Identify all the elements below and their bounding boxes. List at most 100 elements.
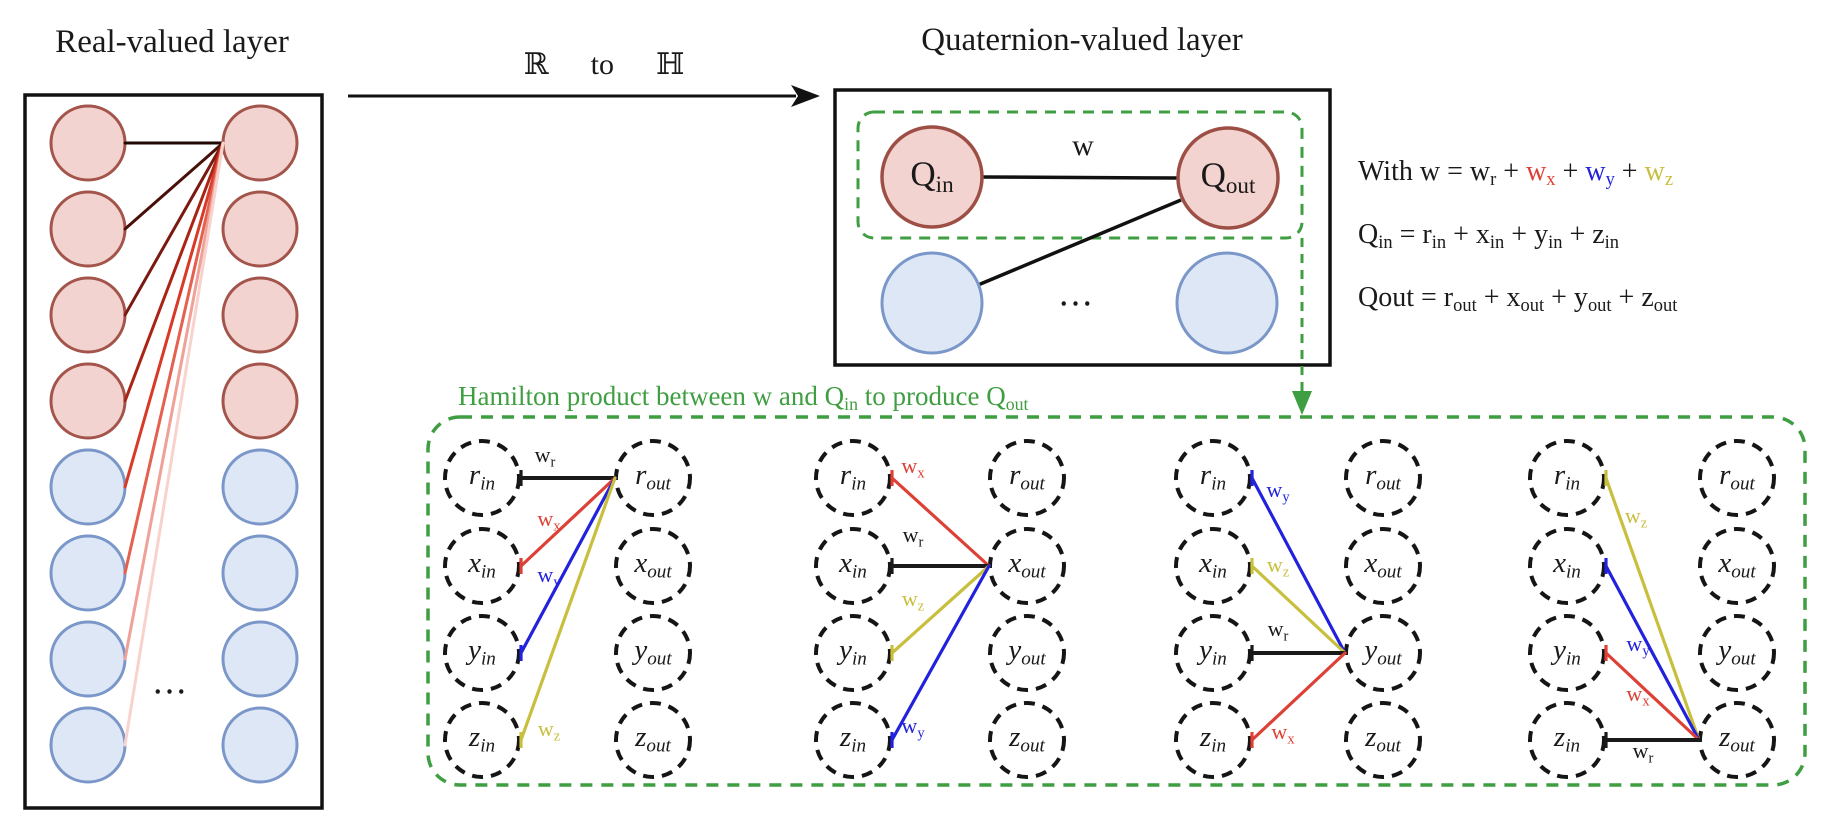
q-in-node xyxy=(880,125,984,229)
text-segment: x xyxy=(839,547,852,580)
text-segment: r xyxy=(468,459,481,492)
text-segment: z xyxy=(1553,721,1566,754)
text-segment: + xyxy=(1614,156,1645,187)
weight-line-wy-d3 xyxy=(1250,476,1347,655)
real-right-node-5 xyxy=(221,534,299,612)
text-segment: out xyxy=(1377,648,1402,670)
text-segment: ... xyxy=(1060,281,1096,312)
real-right-node-6 xyxy=(221,620,299,698)
hamilton-d3-out-label-0: rout xyxy=(1365,459,1401,494)
text-segment: in xyxy=(1211,735,1227,757)
text-segment: y xyxy=(634,634,648,667)
real-left-node-0 xyxy=(49,104,127,182)
text-segment: in xyxy=(1604,232,1620,253)
text-segment: w xyxy=(1266,477,1283,503)
text-segment: w xyxy=(1072,129,1094,162)
text-segment: w xyxy=(901,453,918,479)
q-in-label: Qin xyxy=(910,156,953,196)
text-segment: out xyxy=(1653,295,1678,316)
text-segment: in xyxy=(1378,232,1393,253)
hamilton-d2-in-node-2 xyxy=(814,614,892,692)
hamilton-d1-in-label-3: zin xyxy=(469,723,495,756)
text-segment: x xyxy=(1553,547,1566,580)
text-segment: in xyxy=(1431,232,1447,253)
text-segment: in xyxy=(1565,648,1581,670)
text-segment: out xyxy=(1020,473,1045,495)
text-segment: in xyxy=(1565,473,1581,495)
real-right-node-1 xyxy=(221,190,299,268)
hamilton-d3-out-label-3: zout xyxy=(1365,723,1401,756)
text-segment: out xyxy=(1730,735,1755,757)
weight-label-wx-d3: wx xyxy=(1271,721,1294,747)
text-segment: w xyxy=(1267,616,1284,642)
text-segment: r xyxy=(1648,750,1654,767)
text-segment: + y xyxy=(1544,282,1588,313)
text-segment: y xyxy=(1199,634,1212,667)
real-fan-line-2 xyxy=(123,141,225,317)
text-segment: in xyxy=(1565,561,1581,583)
real-right-node-4 xyxy=(221,448,299,526)
hamilton-d1-in-node-3 xyxy=(443,701,521,779)
hamilton-d4-in-label-1: xin xyxy=(1553,547,1581,583)
text-segment: z xyxy=(553,728,561,745)
hamilton-d4-out-node-1 xyxy=(1698,527,1776,605)
real-left-node-4 xyxy=(49,448,127,526)
text-segment: in xyxy=(851,735,867,757)
hamilton-d3-in-label-3: zin xyxy=(1200,723,1227,757)
weight-label-wz-d3: wz xyxy=(1267,554,1289,580)
real-left-node-1 xyxy=(49,190,127,268)
real-left-node-5 xyxy=(49,534,127,612)
weight-line-wx-d2 xyxy=(890,476,991,568)
text-segment: x xyxy=(1199,547,1212,580)
text-segment: out xyxy=(1005,393,1029,414)
text-segment: y xyxy=(1364,634,1378,667)
quaternion-layer-box xyxy=(833,88,1332,367)
text-segment: w xyxy=(1632,738,1649,764)
weight-label-wy-d4: wy xyxy=(1626,633,1649,659)
hamilton-d3-in-node-0 xyxy=(1174,439,1252,517)
text-segment: Q xyxy=(910,154,936,194)
hamilton-d4-in-node-2 xyxy=(1528,614,1606,692)
q-out-label: Qout xyxy=(1201,157,1256,197)
domain-arrow-head-icon xyxy=(791,85,820,107)
text-segment: in xyxy=(844,393,859,414)
hamilton-d1-in-label-0: rin xyxy=(468,459,495,494)
hamilton-d3-in-label-1: xin xyxy=(1199,547,1227,582)
text-segment: w xyxy=(534,442,551,468)
weight-label-wz-d1: wz xyxy=(538,718,560,744)
hamilton-d2-in-node-3 xyxy=(814,701,892,779)
equation-line-3: Qout = rout + xout + yout + zout xyxy=(1358,284,1677,315)
real-fan-line-7 xyxy=(123,141,225,747)
text-segment: z xyxy=(1719,721,1731,754)
weight-label-wr-d4: wr xyxy=(1633,740,1654,766)
text-segment: r xyxy=(1365,459,1377,492)
weight-label-wx-d4: wx xyxy=(1626,683,1649,709)
weight-label-wy-d2: wy xyxy=(901,715,924,741)
text-segment: + y xyxy=(1504,219,1549,250)
hamilton-d2-out-node-0 xyxy=(988,439,1066,517)
hamilton-d3-in-label-2: yin xyxy=(1199,634,1227,669)
text-segment: y xyxy=(917,725,925,742)
domain-arrow-label: ℝ to ℍ xyxy=(524,50,685,80)
real-fan-line-4 xyxy=(123,141,225,489)
weight-label-wz-d2: wz xyxy=(902,588,924,614)
text-segment: x xyxy=(468,547,481,580)
text-segment: out xyxy=(646,735,671,757)
text-segment: w xyxy=(1624,503,1641,529)
hamilton-d1-out-node-1 xyxy=(614,527,692,605)
text-segment: out xyxy=(1730,473,1755,495)
text-segment: r xyxy=(839,459,852,492)
text-segment: out xyxy=(1453,295,1477,316)
real-fan-line-6 xyxy=(123,141,225,661)
text-segment: out xyxy=(1731,648,1756,670)
text-segment: w xyxy=(901,713,918,739)
text-segment: z xyxy=(1009,721,1021,754)
to-text: to xyxy=(590,48,614,81)
text-segment: y xyxy=(1718,634,1732,667)
text-segment: + x xyxy=(1446,219,1490,250)
text-segment: z xyxy=(1664,169,1674,190)
hamilton-d1-out-label-1: xout xyxy=(634,549,671,582)
real-field-symbol: ℝ xyxy=(523,48,549,81)
text-segment: y xyxy=(1553,634,1566,667)
hamilton-d2-out-node-2 xyxy=(988,614,1066,692)
